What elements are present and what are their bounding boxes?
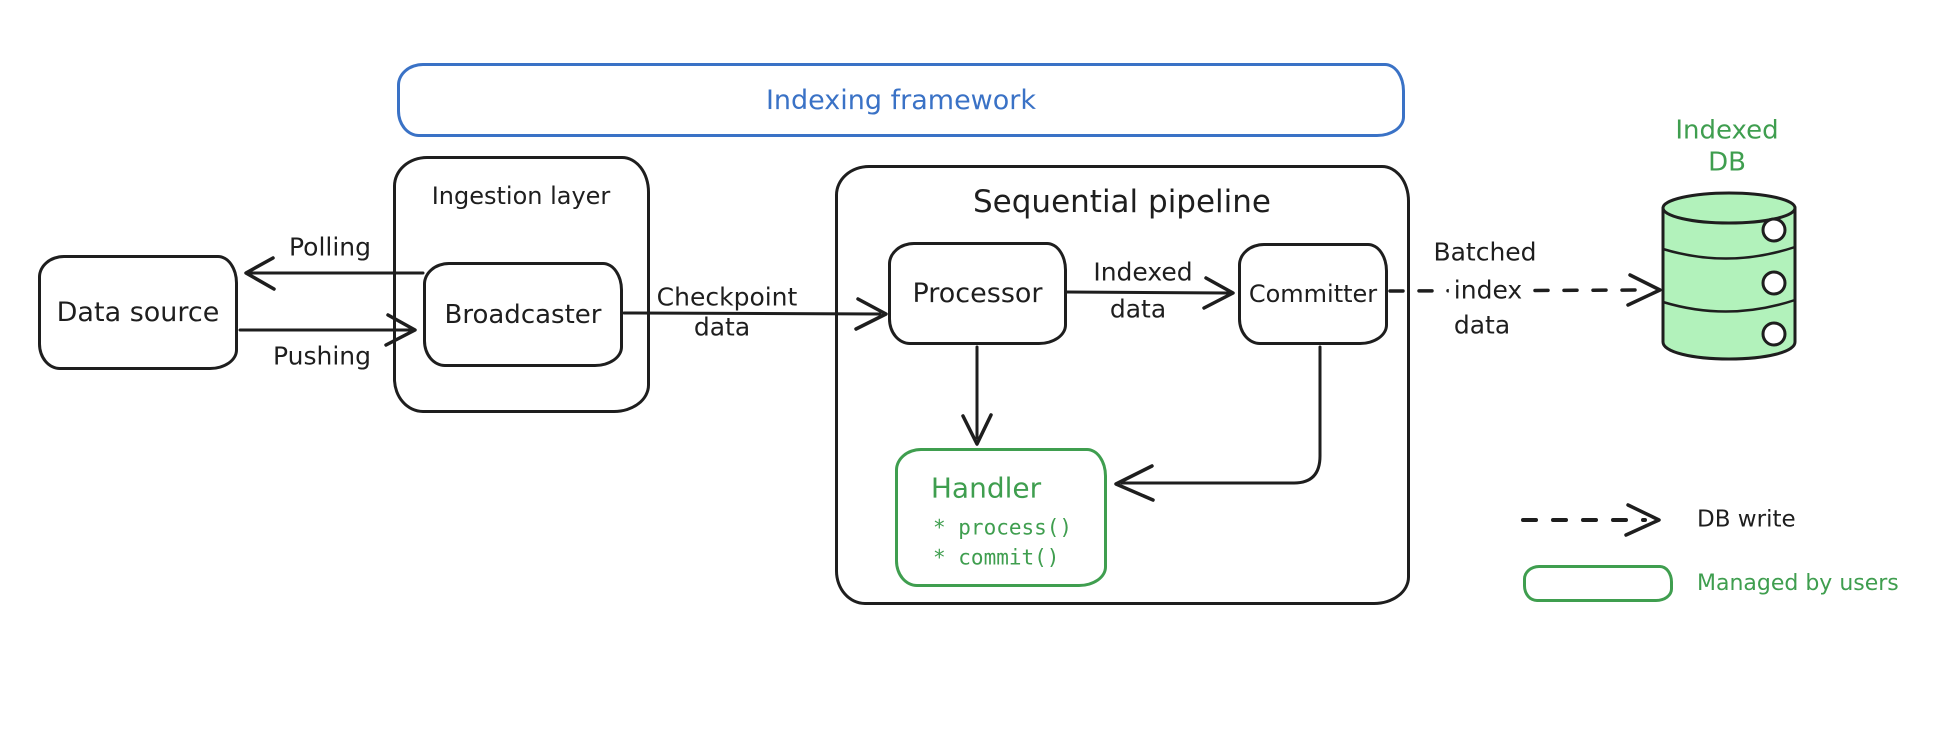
legend-managed-box <box>1523 565 1673 602</box>
legend-db-write-label: DB write <box>1697 506 1796 533</box>
batched-edge-label-line1: Batched <box>1428 238 1542 266</box>
sequential-pipeline-group <box>835 165 1410 605</box>
data-source-node: Data source <box>38 255 238 370</box>
legend-managed-label: Managed by users <box>1697 570 1899 596</box>
broadcaster-label: Broadcaster <box>444 299 602 330</box>
indexed-db-label-line1: Indexed <box>1675 115 1779 146</box>
indexed-edge-label-line2: data <box>1109 294 1167 324</box>
indexed-db-label-line2: DB <box>1708 147 1746 178</box>
handler-item-process: * process() <box>933 515 1073 540</box>
batched-edge-label-line2: index <box>1448 276 1528 304</box>
indexed-edge-label-line1: Indexed <box>1093 257 1193 287</box>
processor-node: Processor <box>888 242 1067 345</box>
indexing-framework-title: Indexing framework <box>765 84 1037 116</box>
indexed-db-icon <box>1661 191 1797 361</box>
checkpoint-edge-label-line2: data <box>693 312 751 342</box>
ingestion-layer-label: Ingestion layer <box>431 182 611 210</box>
broadcaster-node: Broadcaster <box>423 262 623 367</box>
ingestion-layer-group <box>393 156 650 413</box>
legend-db-write-arrow <box>1521 503 1661 537</box>
processor-label: Processor <box>912 278 1043 309</box>
batched-edge-label-line3: data <box>1448 311 1516 339</box>
handler-title: Handler <box>930 471 1042 505</box>
indexing-framework-frame: Indexing framework <box>397 63 1405 137</box>
data-source-label: Data source <box>56 297 220 328</box>
sequential-pipeline-label: Sequential pipeline <box>972 184 1272 220</box>
pushing-edge-label: Pushing <box>272 341 372 371</box>
committer-label: Committer <box>1248 280 1378 308</box>
processor-to-handler-arrow <box>961 345 993 446</box>
committer-to-handler-arrow <box>1114 345 1322 502</box>
handler-item-commit: * commit() <box>933 545 1060 570</box>
committer-node: Committer <box>1238 243 1388 345</box>
indexed-data-arrow <box>1064 276 1235 310</box>
handler-node <box>895 448 1107 587</box>
checkpoint-edge-label-line1: Checkpoint <box>656 282 798 312</box>
polling-edge-label: Polling <box>288 232 372 262</box>
